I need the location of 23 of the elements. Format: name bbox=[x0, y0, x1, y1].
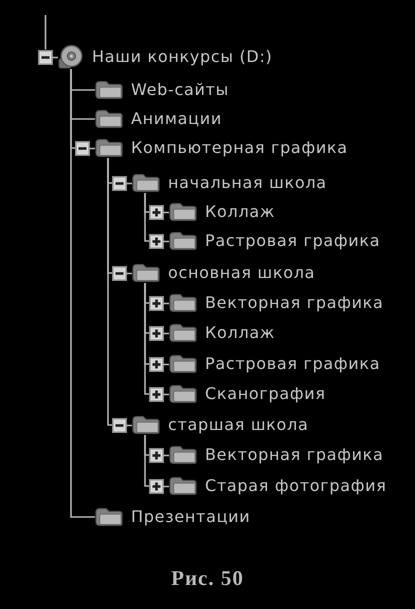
tree-item-label: Коллаж bbox=[205, 323, 276, 343]
tree-item-label: основная школа bbox=[168, 263, 316, 283]
figure-caption: Рис. 50 bbox=[171, 566, 244, 590]
tree-item-label: Наши конкурсы (D:) bbox=[92, 47, 272, 67]
tree-item-label: Старая фотография bbox=[205, 476, 387, 496]
tree-line bbox=[44, 15, 46, 50]
tree-item-label: Векторная графика bbox=[205, 293, 384, 313]
tree-item-label: Презентации bbox=[131, 507, 250, 527]
tree-item-label: Векторная графика bbox=[205, 445, 384, 465]
tree-item-label: старшая школа bbox=[168, 415, 308, 435]
tree-item-label: Анимации bbox=[131, 109, 222, 129]
tree-line bbox=[107, 158, 112, 426]
tree-item-label: Сканография bbox=[205, 384, 326, 404]
tree-line bbox=[144, 283, 149, 395]
tree-item-label: Компьютерная графика bbox=[131, 138, 348, 158]
tree-item-label: Web-сайты bbox=[131, 80, 229, 100]
tree-line bbox=[144, 435, 149, 487]
tree-item-label: Коллаж bbox=[205, 202, 276, 222]
tree-line bbox=[144, 193, 149, 242]
tree-line bbox=[70, 69, 95, 518]
tree-item-label: Растровая графика bbox=[205, 354, 380, 374]
tree-item-label: начальная школа bbox=[168, 173, 327, 193]
tree-item-label: Растровая графика bbox=[205, 231, 380, 251]
